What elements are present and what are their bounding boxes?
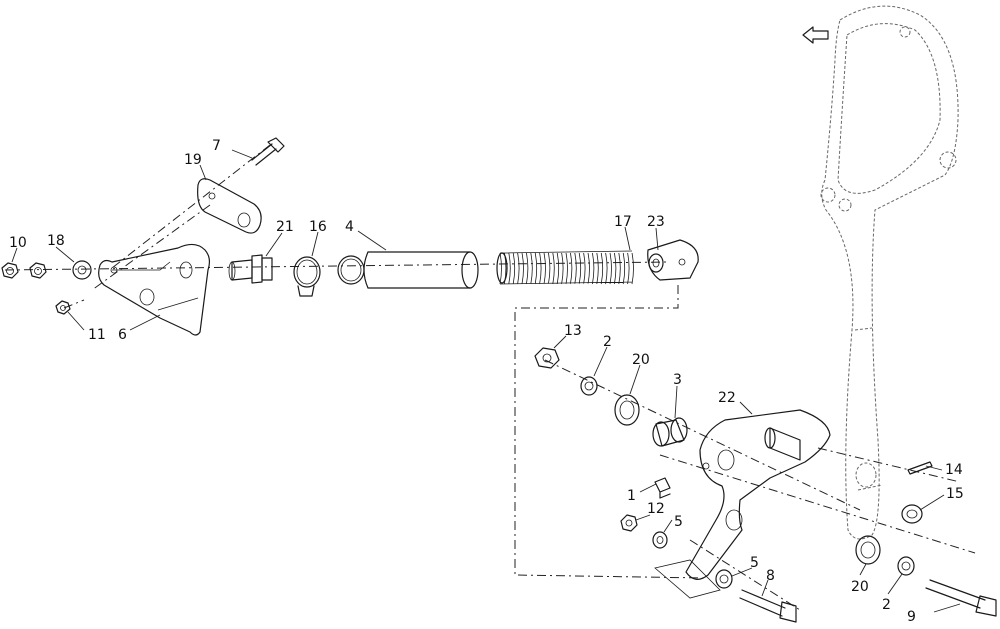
callout-3: 3 <box>673 372 682 388</box>
callout-12: 12 <box>647 501 665 517</box>
callout-5b: 5 <box>750 555 759 571</box>
callout-20a: 20 <box>632 352 650 368</box>
washer-5b <box>715 569 733 589</box>
callout-labels: 7 19 10 18 11 6 21 16 4 17 23 13 2 20 3 … <box>9 138 964 625</box>
callout-16: 16 <box>309 219 327 235</box>
clamp-16 <box>293 256 321 297</box>
washer-20b <box>855 535 881 565</box>
washer-5a <box>652 531 668 549</box>
callout-23: 23 <box>647 214 665 230</box>
clip-1 <box>654 477 671 499</box>
nut-10 <box>1 262 19 279</box>
callout-9: 9 <box>907 609 916 625</box>
callout-19: 19 <box>184 152 202 168</box>
clevis-23 <box>647 239 699 281</box>
washer-20a <box>614 394 640 426</box>
direction-arrow-icon <box>802 26 829 44</box>
washer-18 <box>72 260 92 280</box>
callout-21: 21 <box>276 219 294 235</box>
lever-22 <box>685 409 831 580</box>
callout-11: 11 <box>88 327 106 343</box>
bushing-3 <box>652 417 688 447</box>
bracket-6 <box>98 243 211 336</box>
callout-2b: 2 <box>882 597 891 613</box>
ring <box>337 255 365 285</box>
nut-11 <box>55 300 71 315</box>
callout-14: 14 <box>945 462 963 478</box>
callout-4: 4 <box>345 219 354 235</box>
callout-17: 17 <box>614 214 632 230</box>
callout-13: 13 <box>564 323 582 339</box>
callout-15: 15 <box>946 486 964 502</box>
plate-19 <box>197 178 262 234</box>
bolt-8 <box>739 589 797 623</box>
washer-2b <box>897 556 915 576</box>
fitting-21 <box>228 254 273 284</box>
callout-20b: 20 <box>851 579 869 595</box>
washer-2a <box>580 376 598 396</box>
pin-14 <box>907 461 933 475</box>
callout-1: 1 <box>627 488 636 504</box>
washer-15 <box>901 504 923 524</box>
callout-6: 6 <box>118 327 127 343</box>
reference-lever-outline <box>820 5 959 540</box>
bolt-7 <box>251 137 285 166</box>
nut-12 <box>620 514 638 532</box>
callout-2a: 2 <box>603 334 612 350</box>
tube-4 <box>363 251 479 289</box>
callout-10: 10 <box>9 235 27 251</box>
callout-18: 18 <box>47 233 65 249</box>
bolt-9 <box>925 579 997 617</box>
callout-22: 22 <box>718 390 736 406</box>
nut-13 <box>534 347 560 369</box>
callout-7: 7 <box>212 138 221 154</box>
leader-lines <box>11 149 961 613</box>
callout-5a: 5 <box>674 514 683 530</box>
spring-17 <box>496 250 634 285</box>
callout-8: 8 <box>766 568 775 584</box>
nut-18a <box>29 262 47 279</box>
